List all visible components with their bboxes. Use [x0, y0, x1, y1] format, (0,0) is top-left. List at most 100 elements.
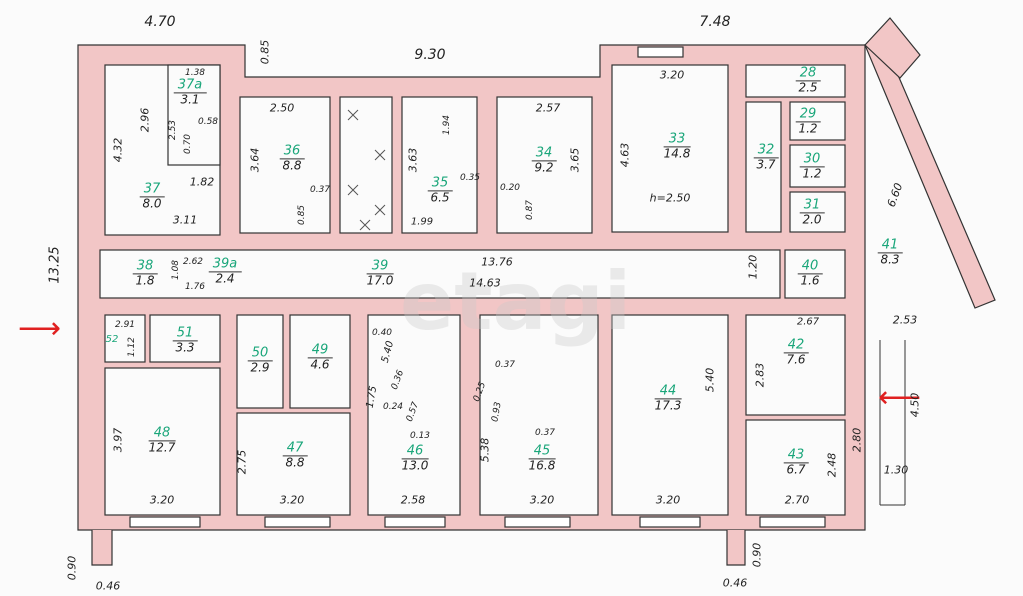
room-33 [611, 64, 729, 233]
dimension-label: 0.46 [95, 579, 121, 593]
room-number: 38 [132, 259, 158, 275]
dimension-label: 3.63 [406, 147, 420, 173]
room-number: 49 [307, 343, 333, 359]
room-37a [167, 64, 221, 166]
dimension-label: 3.20 [279, 493, 305, 507]
room-number: 48 [148, 426, 176, 442]
room-32 [745, 101, 782, 233]
room-number: 37 [139, 182, 165, 198]
dimension-label: 3.11 [172, 213, 198, 227]
room-number: 42 [783, 338, 809, 354]
dimension-label: 5.40 [703, 367, 717, 393]
room-number: 35 [427, 176, 453, 192]
room-49 [289, 314, 351, 409]
dimension-label: 0.87 [525, 199, 535, 221]
room-number: 46 [401, 444, 429, 460]
room-43 [745, 419, 846, 516]
room-number: 39 [366, 259, 394, 275]
dimension-label: 4.63 [618, 142, 632, 168]
dimension-label: 14.63 [469, 276, 501, 290]
dimension-label: 2.67 [796, 316, 820, 328]
room-area: 17.0 [366, 273, 394, 288]
room-area: 8.3 [880, 252, 900, 267]
room-area: 2.9 [250, 360, 270, 375]
dimension-label: 2.48 [825, 452, 839, 478]
room-number: 34 [531, 146, 557, 162]
room-29 [789, 101, 846, 141]
dimension-label: 1.94 [442, 114, 452, 136]
dimension-label: 7.48 [699, 14, 731, 30]
room-area: 4.6 [310, 357, 330, 372]
room-42 [745, 314, 846, 416]
room-28 [745, 64, 846, 98]
dimension-label: 1.20 [746, 254, 760, 280]
dimension-label: h=2.50 [649, 191, 691, 205]
room-number: 32 [753, 143, 779, 159]
dimension-label: 3.20 [149, 493, 175, 507]
room-area: 1.6 [800, 273, 820, 288]
room-30 [789, 144, 846, 188]
room-47 [236, 412, 351, 516]
room-number: 36 [279, 144, 305, 160]
room-number: 52 [105, 333, 119, 345]
entrance-porch [864, 17, 921, 79]
room-34 [496, 96, 593, 234]
dimension-label: 0.90 [65, 555, 79, 581]
room-area: 2.5 [798, 80, 818, 95]
entrance-arrow-right: ⟵ [878, 380, 922, 415]
room-area: 3.3 [175, 340, 195, 355]
dimension-label: 0.37 [534, 428, 556, 438]
room-area: 3.1 [180, 92, 200, 107]
room-area: 6.5 [430, 190, 450, 205]
dimension-label: 2.80 [850, 427, 864, 453]
dimension-label: 1.82 [189, 175, 215, 189]
dimension-label: 0.37 [494, 360, 516, 370]
dimension-label: 3.20 [659, 68, 685, 82]
room-area: 8.8 [282, 158, 302, 173]
dimension-label: 0.20 [499, 183, 521, 193]
watermark: etagi [400, 255, 632, 348]
room-44 [611, 314, 729, 516]
room-area: 3.7 [756, 157, 776, 172]
column-right [726, 530, 746, 566]
room-area: 8.0 [142, 196, 162, 211]
dimension-label: 2.57 [535, 101, 561, 115]
room-number: 50 [247, 346, 273, 362]
dimension-label: 2.58 [400, 493, 426, 507]
room-number: 51 [172, 326, 198, 342]
dimension-label: 0.85 [297, 204, 307, 226]
dimension-label: 2.53 [168, 119, 178, 141]
room-number: 37a [173, 78, 207, 94]
dimension-label: 2.91 [114, 320, 136, 330]
room-number: 33 [663, 132, 691, 148]
room-35 [401, 96, 478, 234]
dimension-label: 1.30 [883, 463, 909, 477]
room-48 [104, 367, 221, 516]
dimension-label: 13.25 [47, 246, 63, 284]
stairwell [339, 96, 393, 234]
dimension-label: 1.12 [127, 336, 137, 358]
dimension-label: 0.70 [183, 133, 193, 155]
dimension-label: 3.65 [568, 147, 582, 173]
room-number: 28 [795, 66, 821, 82]
room-45 [479, 314, 599, 516]
room-area: 1.2 [798, 121, 818, 136]
